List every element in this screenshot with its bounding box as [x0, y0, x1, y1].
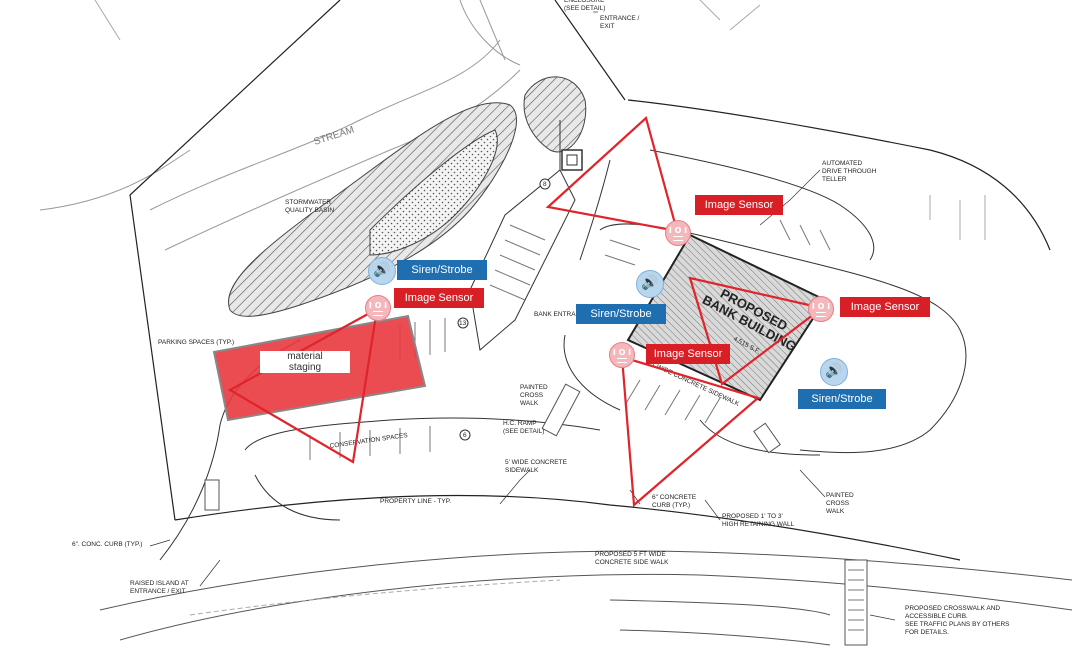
note-stream: STREAM: [313, 125, 356, 148]
image-sensor-device-2[interactable]: I O I: [665, 220, 691, 246]
enclosure: [561, 149, 583, 171]
parking-stripes: [309, 219, 831, 460]
note-conc-curb: 6". CONC. CURB (TYP.): [72, 541, 142, 548]
siren-strobe-device-2[interactable]: 🔊: [636, 270, 664, 298]
svg-text:PROPOSED 1' TO 3'HIGH RETAININ: PROPOSED 1' TO 3'HIGH RETAINING WALL: [722, 513, 795, 528]
image-sensor-label-3: Image Sensor: [840, 297, 930, 317]
siren-strobe-label-1: Siren/Strobe: [397, 260, 487, 280]
camera-sensor-icon: I O I: [668, 226, 688, 235]
crosswalks: [204, 383, 868, 646]
speaker-icon: 🔊: [373, 262, 391, 278]
image-sensor-device-4[interactable]: I O I: [609, 342, 635, 368]
speaker-icon: 🔊: [641, 275, 659, 291]
svg-text:6: 6: [463, 432, 467, 439]
note-property-line: PROPERTY LINE - TYP.: [380, 498, 451, 505]
image-sensor-device-3[interactable]: I O I: [808, 296, 834, 322]
sensor-coverage-cones: [227, 115, 825, 508]
note-parking-spaces: PARKING SPACES (TYP.): [158, 339, 234, 346]
siren-strobe-label-2: Siren/Strobe: [576, 304, 666, 324]
road: [99, 550, 1072, 646]
image-sensor-label-1: Image Sensor: [394, 288, 484, 308]
siren-strobe-label-3: Siren/Strobe: [798, 389, 886, 409]
siren-strobe-device-1[interactable]: 🔊: [368, 257, 396, 285]
svg-text:8: 8: [543, 181, 547, 188]
property-boundary: [129, 0, 1051, 561]
image-sensor-device-1[interactable]: I O I: [365, 295, 391, 321]
coverage-cone-top: [545, 115, 679, 233]
material-staging-label: material staging: [260, 351, 350, 373]
coverage-cone-left: [227, 306, 379, 464]
camera-sensor-icon: I O I: [368, 301, 388, 310]
speaker-icon: 🔊: [825, 363, 843, 379]
svg-text:H.C. RAMP(SEE DETAIL): H.C. RAMP(SEE DETAIL): [503, 420, 544, 435]
image-sensor-label-4: Image Sensor: [646, 344, 730, 364]
siren-strobe-device-3[interactable]: 🔊: [820, 358, 848, 386]
note-bank-entrance: BANK ENTRANCE: [534, 311, 590, 318]
camera-sensor-icon: I O I: [612, 348, 632, 357]
image-sensor-label-2: Image Sensor: [695, 195, 783, 215]
note-enclosure: ENCLOSURE(SEE DETAIL): [564, 0, 605, 12]
coverage-cone-right: [688, 276, 825, 386]
note-entrance-exit-top: ENTRANCE /EXIT: [600, 15, 640, 30]
stormwater-basin: [228, 76, 587, 317]
svg-text:13: 13: [459, 320, 467, 327]
note-conservation-spaces: CONSERVATION SPACES: [329, 432, 408, 450]
coverage-cone-bottom: [620, 355, 761, 508]
camera-sensor-icon: I O I: [811, 302, 831, 311]
